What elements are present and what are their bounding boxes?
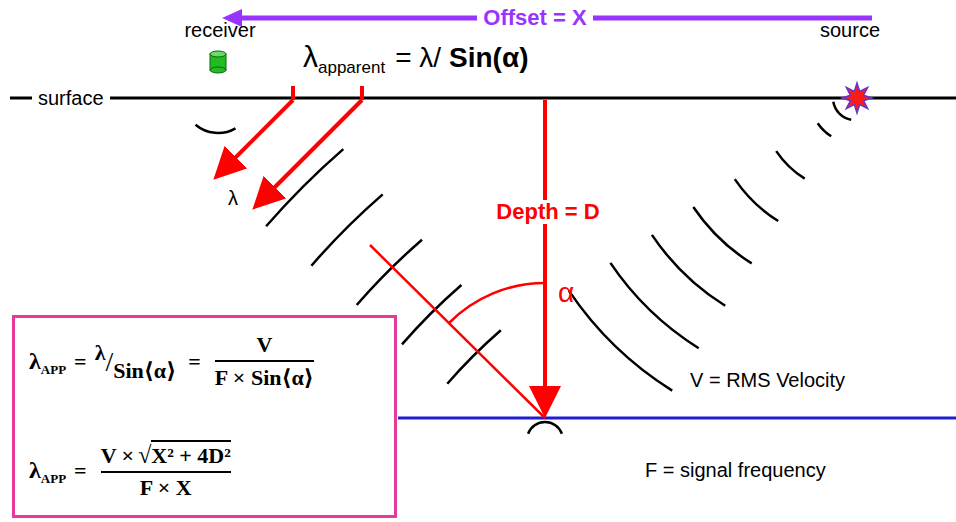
lambda-symbol: λ <box>29 348 41 375</box>
apparent-wavelength-formula: λapparent= λ/Sin(α) <box>303 40 528 74</box>
frequency-note: F = signal frequency <box>645 459 826 481</box>
velocity-note: V = RMS Velocity <box>690 369 845 391</box>
lambda-app: λAPP <box>29 457 66 484</box>
equals: = <box>188 349 201 375</box>
source-label: source <box>820 19 880 41</box>
reflector-line <box>398 417 956 420</box>
offset-label: Offset = X <box>477 6 592 30</box>
formula-part: Sin⟨α⟩ <box>113 357 176 384</box>
radicand: X² + 4D² <box>151 440 231 469</box>
wavelength-symbol: λ <box>228 187 238 209</box>
lambda-symbol: λ <box>95 340 106 366</box>
denominator: F × Sin⟨α⟩ <box>215 364 314 391</box>
denominator: F × X <box>140 475 192 501</box>
subscript: APP <box>41 471 66 487</box>
subscript: APP <box>41 362 66 378</box>
tick <box>360 86 364 100</box>
source-symbol <box>842 83 872 113</box>
formula-box: λAPP=λ/Sin⟨α⟩=VF × Sin⟨α⟩λAPP=V ×√X² + 4… <box>12 315 397 518</box>
angle-arc <box>449 283 545 323</box>
lambda-symbol: λ <box>29 457 41 484</box>
wavelength-symbol: λ <box>303 40 318 74</box>
wavelength-arrow <box>219 100 293 174</box>
formula-row: λAPP=λ/Sin⟨α⟩=VF × Sin⟨α⟩ <box>29 332 320 391</box>
wavelength-arrow <box>258 100 362 204</box>
lambda-app: λAPP <box>29 348 66 375</box>
subscript: apparent <box>318 58 385 78</box>
tick <box>291 86 295 100</box>
numerator: V ×√X² + 4D² <box>101 440 231 469</box>
depth-line <box>543 100 547 410</box>
numerator: V <box>256 332 272 358</box>
formula-part: = λ/ <box>395 42 441 74</box>
radical-sign: √ <box>138 442 151 469</box>
depth-label: Depth = D <box>490 200 605 224</box>
surface-line <box>10 97 956 100</box>
slanted-fraction: λ/Sin⟨α⟩ <box>95 346 177 378</box>
formula-row: λAPP = V ×√X² + 4D² F × X <box>29 440 237 501</box>
surface-label: surface <box>32 87 110 109</box>
fraction-bar <box>215 360 314 362</box>
fraction-bar <box>101 471 231 473</box>
receiver-symbol <box>210 51 226 73</box>
receiver-label: receiver <box>184 19 255 41</box>
slash: / <box>105 346 113 378</box>
formula-part: V × <box>101 443 135 469</box>
wavefronts <box>196 102 852 434</box>
equals: = <box>74 349 87 375</box>
formula-part: Sin(α) <box>449 42 528 74</box>
equals: = <box>74 458 87 484</box>
fraction: V F × Sin⟨α⟩ <box>215 332 314 391</box>
angle-symbol: α <box>558 278 574 309</box>
fraction: V ×√X² + 4D² F × X <box>101 440 231 501</box>
